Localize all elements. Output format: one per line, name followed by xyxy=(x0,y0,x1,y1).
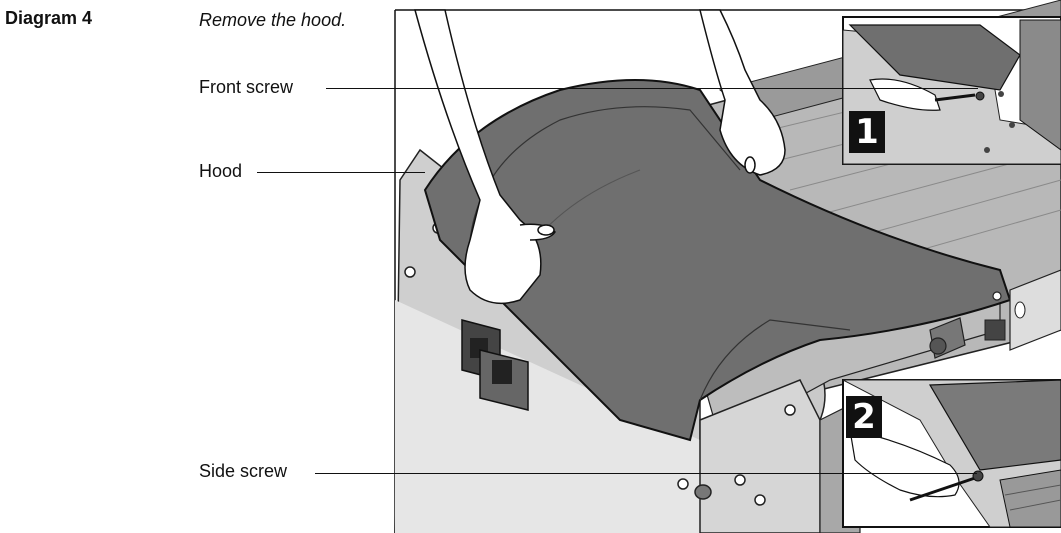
diagram-title: Diagram 4 xyxy=(5,8,93,28)
front-bracket xyxy=(677,379,861,533)
side-screw-label: Side screw xyxy=(199,461,288,481)
side-screw-leader xyxy=(315,473,977,474)
inset-2-number: 2 xyxy=(846,396,882,438)
front-screw-label: Front screw xyxy=(199,77,294,97)
hood-leader xyxy=(257,172,425,173)
inset-1-box xyxy=(842,16,1061,165)
right-hand-arm xyxy=(699,9,786,176)
motor-component xyxy=(929,269,1061,359)
instruction-text: Remove the hood. xyxy=(199,10,347,30)
hood-label: Hood xyxy=(199,161,243,181)
front-screw-leader xyxy=(326,88,978,89)
inset-2-box xyxy=(842,379,1061,528)
inset-1-number: 1 xyxy=(849,111,885,153)
left-hand-arm xyxy=(414,9,556,305)
